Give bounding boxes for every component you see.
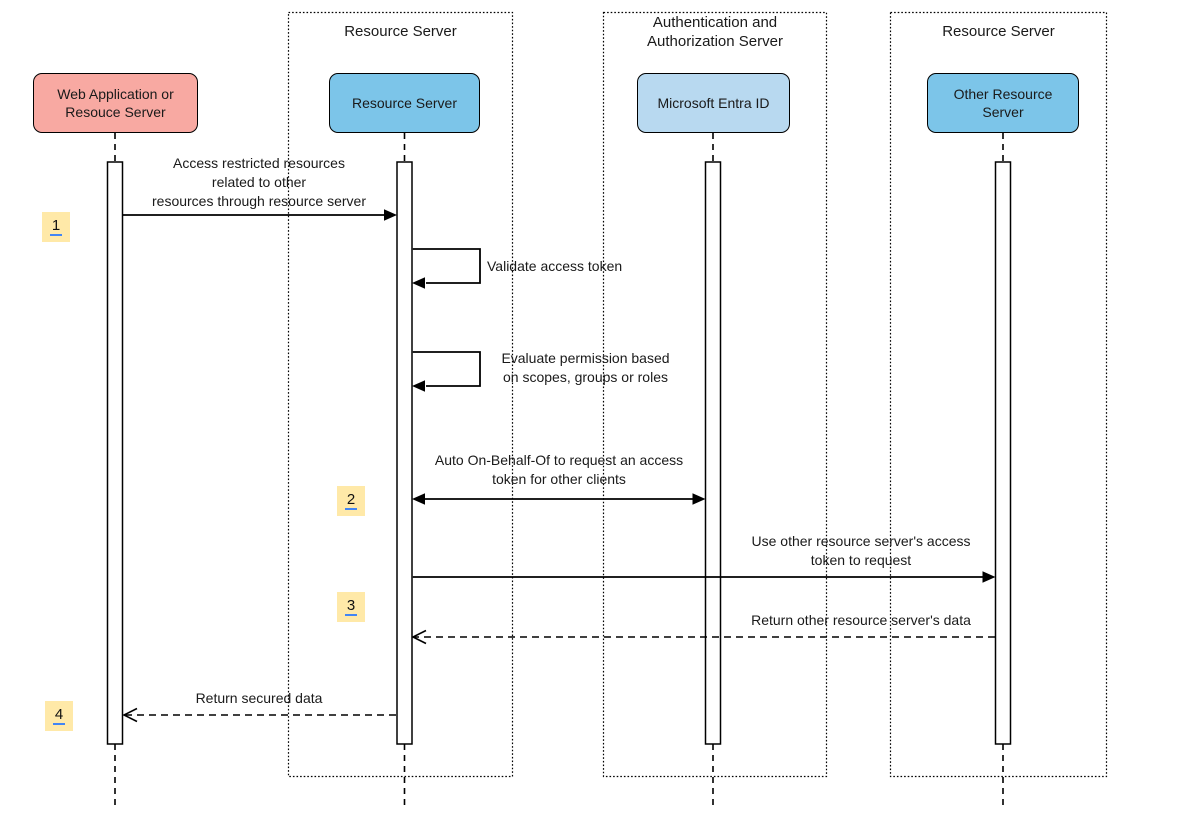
step-badge-3-number: 3 (344, 597, 358, 616)
step-badge-2[interactable]: 2 (337, 486, 365, 516)
message-arrow-m1 (122, 209, 397, 221)
step-badge-1[interactable]: 1 (42, 212, 70, 242)
message-arrow-m2-self-loop (412, 248, 481, 289)
message-arrow-m4-bidirectional (412, 493, 706, 505)
step-badge-1-number: 1 (49, 217, 63, 236)
step-badge-4-number: 4 (52, 706, 66, 725)
activation-bars (106, 161, 1012, 745)
lifelines (114, 133, 1004, 806)
actor-box-web-app: Web Application or Resouce Server (33, 73, 198, 133)
step-badge-3[interactable]: 3 (337, 592, 365, 622)
container-box-auth-server (602, 11, 828, 778)
actor-box-other-resource-server: Other Resource Server (927, 73, 1079, 133)
actor-box-entra-id: Microsoft Entra ID (637, 73, 790, 133)
actor-box-resource-server: Resource Server (329, 73, 480, 133)
container-box-resource-server-right (889, 11, 1108, 778)
message-arrow-m7-return (122, 707, 396, 723)
message-label-m2: Validate access token (487, 258, 623, 274)
message-label-m7: Return secured data (195, 690, 323, 706)
container-title-auth-server: Authentication and Authorization Server (647, 14, 783, 50)
activation-resource-server (396, 161, 413, 745)
step-badge-4[interactable]: 4 (45, 701, 73, 731)
activation-entra-id (704, 161, 722, 745)
message-label-m5: Use other resource server's access token… (751, 533, 971, 568)
message-label-m1: Access restricted resources related to o… (152, 155, 366, 209)
message-arrow-m3-self-loop (412, 351, 481, 392)
container-box-resource-server-left (287, 11, 514, 778)
message-arrow-m6-return (411, 629, 995, 645)
step-badge-2-number: 2 (344, 491, 358, 510)
container-title-resource-server-left: Resource Server (344, 23, 457, 40)
container-title-resource-server-right: Resource Server (942, 23, 1055, 40)
activation-web-app (106, 161, 124, 745)
message-label-m4: Auto On-Behalf-Of to request an access t… (434, 452, 684, 487)
message-label-m3: Evaluate permission based on scopes, gro… (501, 350, 670, 385)
activation-other-resource-server (994, 161, 1012, 745)
message-arrow-m5 (412, 571, 996, 583)
message-label-m6: Return other resource server's data (751, 612, 971, 628)
